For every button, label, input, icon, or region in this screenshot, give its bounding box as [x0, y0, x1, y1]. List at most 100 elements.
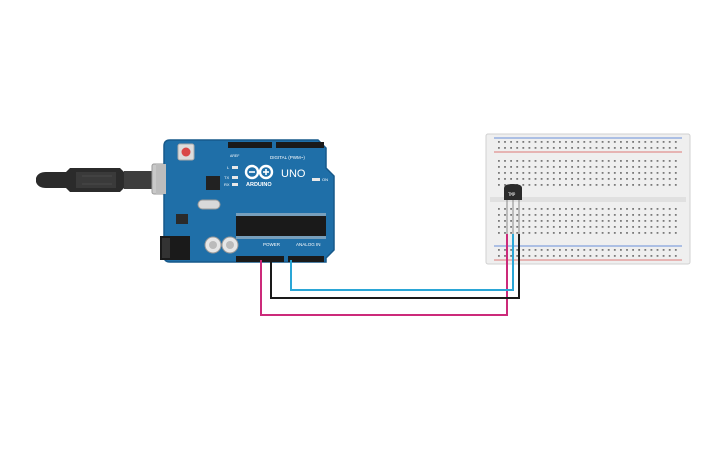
breadboard-hole[interactable]: [498, 214, 500, 216]
breadboard-hole[interactable]: [632, 220, 634, 222]
breadboard-hole[interactable]: [571, 178, 573, 180]
breadboard-hole[interactable]: [546, 214, 549, 216]
breadboard-hole[interactable]: [583, 232, 586, 234]
breadboard-hole[interactable]: [540, 147, 543, 149]
breadboard-hole[interactable]: [498, 178, 500, 180]
breadboard-hole[interactable]: [638, 141, 641, 143]
breadboard-hole[interactable]: [516, 255, 519, 257]
breadboard-hole[interactable]: [662, 184, 665, 186]
breadboard-hole[interactable]: [546, 255, 549, 257]
breadboard-hole[interactable]: [559, 166, 561, 168]
breadboard-hole[interactable]: [571, 147, 573, 149]
breadboard-hole[interactable]: [601, 172, 604, 174]
breadboard-hole[interactable]: [626, 166, 628, 168]
breadboard-hole[interactable]: [534, 208, 537, 210]
breadboard-hole[interactable]: [626, 160, 628, 162]
breadboard-hole[interactable]: [656, 220, 659, 222]
breadboard-hole[interactable]: [504, 232, 506, 234]
breadboard-hole[interactable]: [534, 166, 537, 168]
breadboard-hole[interactable]: [620, 226, 622, 228]
breadboard-hole[interactable]: [626, 232, 628, 234]
breadboard-hole[interactable]: [589, 214, 592, 216]
breadboard-hole[interactable]: [583, 178, 586, 180]
breadboard-hole[interactable]: [528, 166, 531, 168]
breadboard-hole[interactable]: [601, 255, 604, 257]
breadboard-hole[interactable]: [668, 226, 671, 228]
breadboard-hole[interactable]: [504, 226, 506, 228]
breadboard-hole[interactable]: [528, 184, 531, 186]
breadboard-hole[interactable]: [510, 166, 512, 168]
breadboard-hole[interactable]: [607, 166, 610, 168]
breadboard-hole[interactable]: [595, 166, 598, 168]
breadboard-hole[interactable]: [522, 226, 525, 228]
breadboard-hole[interactable]: [522, 147, 525, 149]
breadboard-hole[interactable]: [626, 220, 628, 222]
breadboard-hole[interactable]: [601, 147, 604, 149]
breadboard-hole[interactable]: [662, 178, 665, 180]
breadboard-hole[interactable]: [571, 184, 573, 186]
breadboard-hole[interactable]: [540, 141, 543, 143]
breadboard-hole[interactable]: [674, 166, 677, 168]
breadboard-hole[interactable]: [498, 172, 500, 174]
breadboard-hole[interactable]: [498, 147, 500, 149]
breadboard-hole[interactable]: [644, 220, 647, 222]
breadboard-hole[interactable]: [540, 255, 543, 257]
usb-cable[interactable]: [36, 163, 177, 195]
breadboard-hole[interactable]: [565, 178, 567, 180]
breadboard-hole[interactable]: [589, 249, 592, 251]
breadboard-hole[interactable]: [656, 166, 659, 168]
breadboard-hole[interactable]: [583, 147, 586, 149]
breadboard-hole[interactable]: [510, 255, 512, 257]
breadboard-hole[interactable]: [516, 166, 519, 168]
breadboard-hole[interactable]: [504, 166, 506, 168]
breadboard-hole[interactable]: [540, 178, 543, 180]
breadboard-hole[interactable]: [632, 255, 634, 257]
breadboard-hole[interactable]: [638, 220, 641, 222]
breadboard-hole[interactable]: [632, 232, 634, 234]
breadboard-hole[interactable]: [546, 184, 549, 186]
breadboard-hole[interactable]: [662, 208, 665, 210]
breadboard-hole[interactable]: [522, 141, 525, 143]
breadboard-hole[interactable]: [650, 255, 653, 257]
breadboard-hole[interactable]: [638, 232, 641, 234]
breadboard-hole[interactable]: [589, 160, 592, 162]
breadboard-hole[interactable]: [534, 147, 537, 149]
breadboard-hole[interactable]: [583, 220, 586, 222]
breadboard-hole[interactable]: [528, 208, 531, 210]
breadboard-hole[interactable]: [528, 214, 531, 216]
breadboard-hole[interactable]: [540, 208, 543, 210]
breadboard-hole[interactable]: [522, 166, 525, 168]
breadboard-hole[interactable]: [559, 232, 561, 234]
breadboard-hole[interactable]: [528, 160, 531, 162]
breadboard-hole[interactable]: [632, 184, 634, 186]
breadboard-hole[interactable]: [620, 160, 622, 162]
breadboard-hole[interactable]: [626, 141, 628, 143]
breadboard-hole[interactable]: [638, 208, 641, 210]
breadboard-hole[interactable]: [498, 255, 500, 257]
breadboard-hole[interactable]: [565, 166, 567, 168]
breadboard-hole[interactable]: [632, 147, 634, 149]
breadboard-hole[interactable]: [577, 141, 580, 143]
breadboard-hole[interactable]: [595, 184, 598, 186]
breadboard-hole[interactable]: [498, 166, 500, 168]
breadboard-hole[interactable]: [504, 147, 506, 149]
breadboard-hole[interactable]: [644, 166, 647, 168]
breadboard-hole[interactable]: [662, 214, 665, 216]
breadboard-hole[interactable]: [601, 141, 604, 143]
breadboard-hole[interactable]: [632, 172, 634, 174]
breadboard-hole[interactable]: [559, 220, 561, 222]
breadboard-hole[interactable]: [540, 214, 543, 216]
breadboard-hole[interactable]: [601, 232, 604, 234]
breadboard-hole[interactable]: [528, 147, 531, 149]
breadboard-hole[interactable]: [552, 184, 555, 186]
breadboard-hole[interactable]: [504, 178, 506, 180]
breadboard-hole[interactable]: [583, 172, 586, 174]
breadboard-hole[interactable]: [583, 208, 586, 210]
breadboard-hole[interactable]: [552, 232, 555, 234]
breadboard-hole[interactable]: [650, 220, 653, 222]
breadboard-hole[interactable]: [571, 160, 573, 162]
breadboard-hole[interactable]: [620, 184, 622, 186]
breadboard-hole[interactable]: [668, 184, 671, 186]
digital-header[interactable]: [228, 142, 324, 148]
